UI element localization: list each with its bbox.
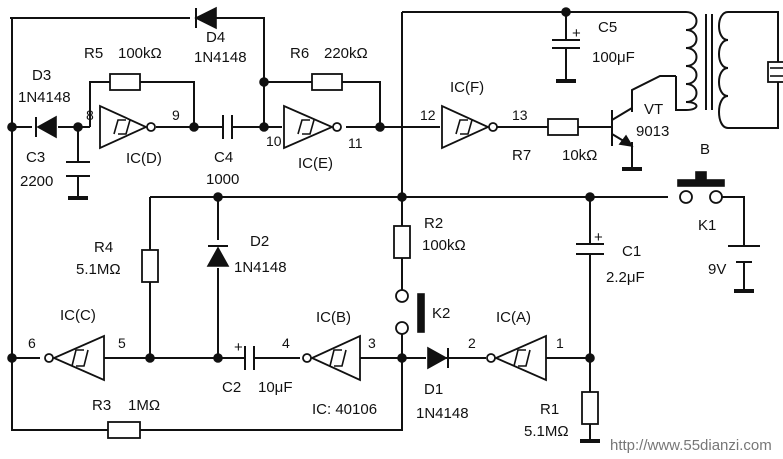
transformer-ref: B [700, 141, 710, 158]
ic-f-pin-out: 13 [512, 107, 528, 123]
ic-c-label: IC(C) [60, 307, 96, 324]
inverter-ic-e [283, 104, 342, 150]
ic-e-pin-out: 11 [348, 135, 363, 151]
c2-polarity: + [234, 339, 243, 356]
r3-value: 1MΩ [128, 397, 160, 414]
ic-e-pin-in: 10 [266, 133, 282, 149]
ground-r1 [580, 439, 600, 443]
ic-e-label: IC(E) [298, 155, 333, 172]
ic-d-pin-out: 9 [172, 107, 180, 123]
ic-type-note: IC: 40106 [312, 401, 377, 418]
inverter-ic-b [302, 334, 361, 382]
watermark: http://www.55dianzi.com [610, 437, 772, 454]
c4-ref: C4 [214, 149, 233, 166]
capacitor-c2 [244, 346, 255, 370]
r6-value: 220kΩ [324, 45, 368, 62]
capacitor-c4 [222, 115, 233, 139]
ic-a-pin-out: 2 [468, 335, 476, 351]
c1-polarity: + [594, 229, 603, 246]
inverter-ic-d [99, 104, 156, 150]
resistor-r1 [581, 391, 599, 425]
wiring [10, 11, 779, 440]
ic-f-label: IC(F) [450, 79, 484, 96]
capacitor-c5 [552, 39, 580, 83]
inverter-ic-c [44, 334, 105, 382]
switch-k2 [395, 289, 425, 335]
diode-d4 [194, 6, 217, 30]
d3-ref: D3 [32, 67, 51, 84]
resistor-r4 [141, 249, 159, 283]
c5-value: 100μF [592, 49, 635, 66]
c2-ref: C2 [222, 379, 241, 396]
ic-a-label: IC(A) [496, 309, 531, 326]
d2-ref: D2 [250, 233, 269, 250]
r4-ref: R4 [94, 239, 113, 256]
c4-value: 1000 [206, 171, 239, 188]
r5-value: 100kΩ [118, 45, 162, 62]
c1-value: 2.2μF [606, 269, 645, 286]
ic-c-pin-out: 6 [28, 335, 36, 351]
r7-value: 10kΩ [562, 147, 597, 164]
junction-dots [7, 7, 595, 363]
ic-b-pin-in: 3 [368, 335, 376, 351]
d2-part: 1N4148 [234, 259, 287, 276]
r1-value: 5.1MΩ [524, 423, 569, 440]
r5-ref: R5 [84, 45, 103, 62]
inverter-ic-f [441, 104, 498, 150]
ic-d-pin-in: 8 [86, 107, 94, 123]
diode-d2 [206, 245, 230, 267]
c1-ref: C1 [622, 243, 641, 260]
ic-b-pin-out: 4 [282, 335, 290, 351]
ic-b-label: IC(B) [316, 309, 351, 326]
transistor-vt [611, 107, 642, 171]
d4-part: 1N4148 [194, 49, 247, 66]
battery [728, 245, 760, 293]
resistor-r7 [547, 118, 579, 136]
switch-k1 [677, 171, 725, 204]
ic-a-pin-in: 1 [556, 335, 564, 351]
k1-ref: K1 [698, 217, 716, 234]
r1-ref: R1 [540, 401, 559, 418]
r3-ref: R3 [92, 397, 111, 414]
c3-value: 2200 [20, 173, 53, 190]
d1-ref: D1 [424, 381, 443, 398]
transformer-b [685, 11, 783, 129]
resistor-r5 [109, 73, 141, 91]
d3-part: 1N4148 [18, 89, 71, 106]
d4-ref: D4 [206, 29, 225, 46]
diode-d1 [427, 346, 449, 370]
c2-value: 10μF [258, 379, 293, 396]
r7-ref: R7 [512, 147, 531, 164]
r6-ref: R6 [290, 45, 309, 62]
ic-d-label: IC(D) [126, 150, 162, 167]
vt-part: 9013 [636, 123, 669, 140]
c5-polarity: + [572, 25, 581, 42]
r2-value: 100kΩ [422, 237, 466, 254]
d1-part: 1N4148 [416, 405, 469, 422]
battery-value: 9V [708, 261, 726, 278]
c3-ref: C3 [26, 149, 45, 166]
c5-ref: C5 [598, 19, 617, 36]
capacitor-c3 [66, 161, 90, 200]
resistor-r2 [393, 225, 411, 259]
vt-ref: VT [644, 101, 663, 118]
ic-f-pin-in: 12 [420, 107, 436, 123]
resistor-r3 [107, 421, 141, 439]
ic-c-pin-in: 5 [118, 335, 126, 351]
capacitor-c1 [576, 243, 604, 255]
inverter-ic-a [486, 334, 547, 382]
k2-ref: K2 [432, 305, 450, 322]
diode-d3 [35, 115, 57, 139]
r4-value: 5.1MΩ [76, 261, 121, 278]
resistor-r6 [311, 73, 343, 91]
r2-ref: R2 [424, 215, 443, 232]
